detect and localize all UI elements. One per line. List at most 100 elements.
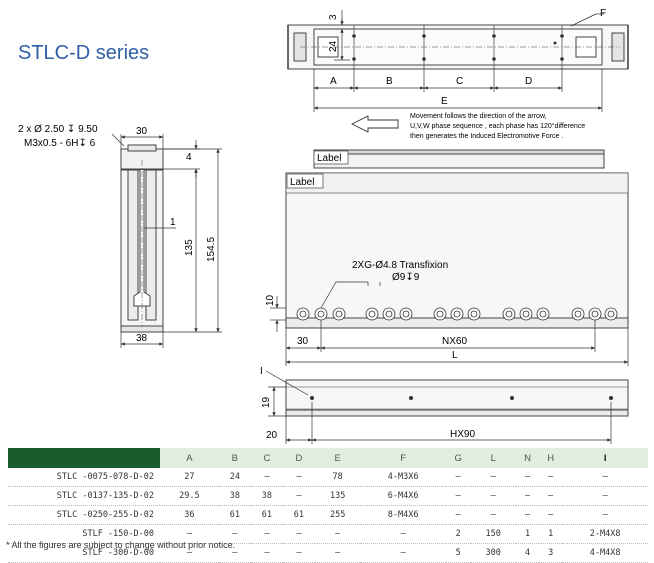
dim-1-label: 1 xyxy=(170,217,176,228)
cell-g: 5 xyxy=(445,543,471,563)
dim-3-label: 3 xyxy=(328,14,339,20)
hole-pair-2 xyxy=(365,307,413,321)
label-plate-top xyxy=(313,150,349,165)
hole-spec-1: 2XG-Ø4.8 Transfixion xyxy=(352,260,448,271)
header-f: F xyxy=(360,448,446,468)
dim-4-label: 4 xyxy=(186,152,192,163)
cell-model: STLC -0250-255-D-02 xyxy=(8,505,160,525)
table-row: STLC -0250-255-D-02 36 61 61 61 255 8-M4… xyxy=(8,505,648,525)
dim-c-label: C xyxy=(456,76,463,87)
cell-l: 150 xyxy=(470,524,516,544)
movement-note-line-1: Movement follows the direction of the ar… xyxy=(410,113,547,120)
cell-g: – xyxy=(445,505,471,525)
cell-n: 1 xyxy=(515,524,540,544)
cell-c: 61 xyxy=(250,505,283,525)
movement-note-line-2: U,V,W phase sequence , each phase has 12… xyxy=(410,122,585,130)
cell-h: – xyxy=(539,505,563,525)
cell-h: – xyxy=(539,486,563,506)
dim-i-label: I xyxy=(260,366,263,377)
cell-b: 24 xyxy=(218,468,251,487)
dim-e-label: E xyxy=(441,96,448,107)
cell-e: 78 xyxy=(314,468,361,487)
cell-l: – xyxy=(470,468,516,487)
cell-e: 255 xyxy=(314,505,361,525)
header-a: A xyxy=(160,448,219,468)
cell-i: – xyxy=(562,505,648,525)
dim-38-label: 38 xyxy=(136,333,148,344)
dim-b-label: B xyxy=(386,76,393,87)
header-g: G xyxy=(445,448,471,468)
cell-c: – xyxy=(250,543,283,563)
label-top: Label xyxy=(317,153,341,164)
cell-a: 29.5 xyxy=(160,486,219,506)
dim-f-label: F xyxy=(600,8,606,19)
technical-drawing: 3 24 F A B C D E Movement follows the di… xyxy=(18,8,629,444)
cell-h: – xyxy=(539,468,563,487)
dim-10-label: 10 xyxy=(265,294,276,306)
table-row: STLC -0075-078-D-02 27 24 – – 78 4-M3X6 … xyxy=(8,468,648,487)
header-h: H xyxy=(539,448,563,468)
dim-hx90-label: HX90 xyxy=(450,429,475,440)
hole-pair-5 xyxy=(571,307,618,321)
cell-d: – xyxy=(282,486,315,506)
dim-d-label: D xyxy=(525,76,532,87)
hole-pair-1 xyxy=(296,307,346,321)
movement-note-line-3: then generates the Induced Electromotive… xyxy=(410,133,563,140)
cell-b: 38 xyxy=(218,486,251,506)
base-plate-view xyxy=(285,379,629,417)
cell-f: 4-M3X6 xyxy=(360,468,446,487)
dim-154-5-label: 154.5 xyxy=(206,237,217,262)
dim-l-label: L xyxy=(452,350,458,361)
cell-h: 1 xyxy=(539,524,563,544)
coil-top-view xyxy=(287,24,629,70)
cell-d: – xyxy=(282,543,315,563)
dim-19-label: 19 xyxy=(261,396,272,408)
base-plate-dimensions xyxy=(265,370,612,444)
cell-n: – xyxy=(515,486,540,506)
cell-i: – xyxy=(562,468,648,487)
cell-l: 300 xyxy=(470,543,516,563)
cell-a: 27 xyxy=(160,468,219,487)
dim-a-label: A xyxy=(330,76,337,87)
cell-i: 2-M4X8 xyxy=(562,524,648,544)
spec-table-header: A B C D E F G L N H I xyxy=(8,448,648,468)
cell-a: 36 xyxy=(160,505,219,525)
side-dimensions xyxy=(111,133,222,348)
table-row: STLC -0137-135-D-02 29.5 38 38 – 135 6-M… xyxy=(8,486,648,506)
dim-nx60-label: NX60 xyxy=(442,336,467,347)
cell-model: STLF -150-D-00 xyxy=(8,524,160,544)
cell-f: – xyxy=(360,524,446,544)
header-b: B xyxy=(218,448,251,468)
cell-e: – xyxy=(314,524,361,544)
cell-e: 135 xyxy=(314,486,361,506)
cell-g: – xyxy=(445,486,471,506)
cell-model: STLC -0137-135-D-02 xyxy=(8,486,160,506)
cell-g: – xyxy=(445,468,471,487)
cell-b: 61 xyxy=(218,505,251,525)
cell-f: 8-M4X6 xyxy=(360,505,446,525)
direction-arrow-icon xyxy=(350,115,399,133)
header-d: D xyxy=(282,448,315,468)
cell-d: 61 xyxy=(282,505,315,525)
table-row: STLF -150-D-00 – – – – – – 2 150 1 1 2-M… xyxy=(8,524,648,544)
hole-pair-3 xyxy=(433,307,481,321)
footnote: * All the figures are subject to change … xyxy=(6,540,236,550)
hole-pair-4 xyxy=(502,307,550,321)
cell-h: 3 xyxy=(539,543,563,563)
cell-n: – xyxy=(515,505,540,525)
cell-c: – xyxy=(250,524,283,544)
cell-b: – xyxy=(218,524,251,544)
dim-30-bottom-label: 30 xyxy=(297,336,309,347)
cell-a: – xyxy=(160,524,219,544)
cell-model: STLC -0075-078-D-02 xyxy=(8,468,160,487)
base-plate-holes xyxy=(310,396,613,400)
track-holes xyxy=(296,307,618,321)
series-title: STLC-D series xyxy=(18,42,150,64)
header-n: N xyxy=(515,448,540,468)
magnet-track-front-view xyxy=(285,149,629,329)
cell-g: 2 xyxy=(445,524,471,544)
cell-l: – xyxy=(470,486,516,506)
side-section-view xyxy=(120,144,164,338)
track-dimensions xyxy=(270,281,629,366)
header-l: L xyxy=(470,448,516,468)
